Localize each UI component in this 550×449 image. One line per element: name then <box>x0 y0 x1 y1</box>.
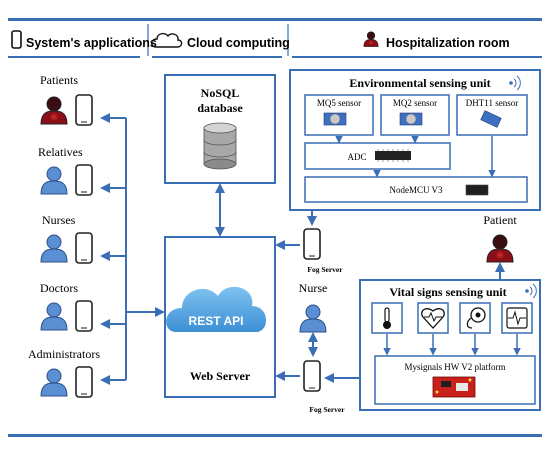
patient-person-icon <box>40 96 68 125</box>
phone-icon <box>75 94 93 126</box>
environmental-unit: Environmental sensing unit MQ5 sensor MQ… <box>289 69 541 211</box>
platform-label: Mysignals HW V2 platform <box>405 362 506 372</box>
phone-icon <box>75 366 93 398</box>
mcu-label: NodeMCU V3 <box>389 185 443 195</box>
mcu-board-icon <box>465 184 489 196</box>
wireless-icon <box>525 283 537 299</box>
patient-label: Patient <box>483 213 517 227</box>
phone-icon <box>11 30 22 49</box>
thermometer-icon <box>383 307 391 329</box>
patient-icon <box>363 31 379 47</box>
sensor-label: MQ2 sensor <box>393 98 437 108</box>
blood-pressure-icon <box>466 307 486 329</box>
header-apps-label: System's applications <box>26 36 157 50</box>
phone-icon <box>303 360 321 392</box>
vital-signs-unit: Vital signs sensing unit <box>359 279 541 411</box>
temperature-sensor-icon <box>480 110 502 128</box>
cloud-icon <box>150 32 183 48</box>
person-icon <box>40 234 68 263</box>
wireless-icon <box>509 75 521 91</box>
patient: Patient <box>483 213 517 263</box>
cloud-api-icon: REST API <box>166 286 267 332</box>
env-unit-title: Environmental sensing unit <box>349 76 490 90</box>
database-title-line2: database <box>197 101 243 115</box>
phone-icon <box>75 300 93 332</box>
gas-sensor-icon <box>399 112 423 126</box>
fog-server-top: Fog Server <box>303 228 343 274</box>
nurse-label: Nurse <box>299 281 328 295</box>
actor-label: Relatives <box>38 145 83 159</box>
phone-icon <box>75 164 93 196</box>
sensor-label: DHT11 sensor <box>466 98 518 108</box>
header-room: Hospitalization room <box>363 31 510 50</box>
adc-chip-icon <box>375 149 411 162</box>
phone-icon <box>75 232 93 264</box>
database-title-line1: NoSQL <box>201 86 240 100</box>
actor-label: Nurses <box>42 213 76 227</box>
fog-server-label: Fog Server <box>307 265 343 274</box>
bottom-rule <box>8 434 542 437</box>
ecg-monitor-icon <box>506 307 528 329</box>
heart-rate-icon <box>421 308 445 329</box>
person-icon <box>40 368 68 397</box>
fog-server-bottom: Fog Server <box>303 360 345 414</box>
database-box: NoSQL database <box>164 74 276 184</box>
person-icon <box>40 166 68 195</box>
actor-label: Administrators <box>28 347 100 361</box>
patient-person-icon <box>486 234 514 263</box>
database-icon <box>203 122 237 170</box>
rest-api-label: REST API <box>189 314 244 328</box>
web-server-box: REST API Web Server <box>164 236 276 398</box>
web-server-label: Web Server <box>190 369 251 383</box>
actor-administrators: Administrators <box>28 347 126 398</box>
gas-sensor-icon <box>323 112 347 126</box>
header-cloud-label: Cloud computing <box>187 36 290 50</box>
person-icon <box>40 302 68 331</box>
sensor-label: MQ5 sensor <box>317 98 361 108</box>
actor-label: Doctors <box>40 281 78 295</box>
phone-icon <box>303 228 321 260</box>
actor-label: Patients <box>40 73 78 87</box>
circuit-board-icon <box>432 376 476 398</box>
adc-label: ADC <box>347 152 366 162</box>
actor-doctors: Doctors <box>40 281 126 332</box>
fog-server-label: Fog Server <box>309 405 345 414</box>
vital-unit-title: Vital signs sensing unit <box>389 285 506 299</box>
header-room-label: Hospitalization room <box>386 36 510 50</box>
header-cloud: Cloud computing <box>150 32 290 50</box>
actor-nurses: Nurses <box>40 213 126 264</box>
person-icon <box>299 304 327 333</box>
actor-patients: Patients <box>40 73 126 126</box>
actor-relatives: Relatives <box>38 145 126 196</box>
top-rule <box>8 18 542 21</box>
header-apps: System's applications <box>11 30 157 50</box>
nurse: Nurse <box>299 281 328 333</box>
